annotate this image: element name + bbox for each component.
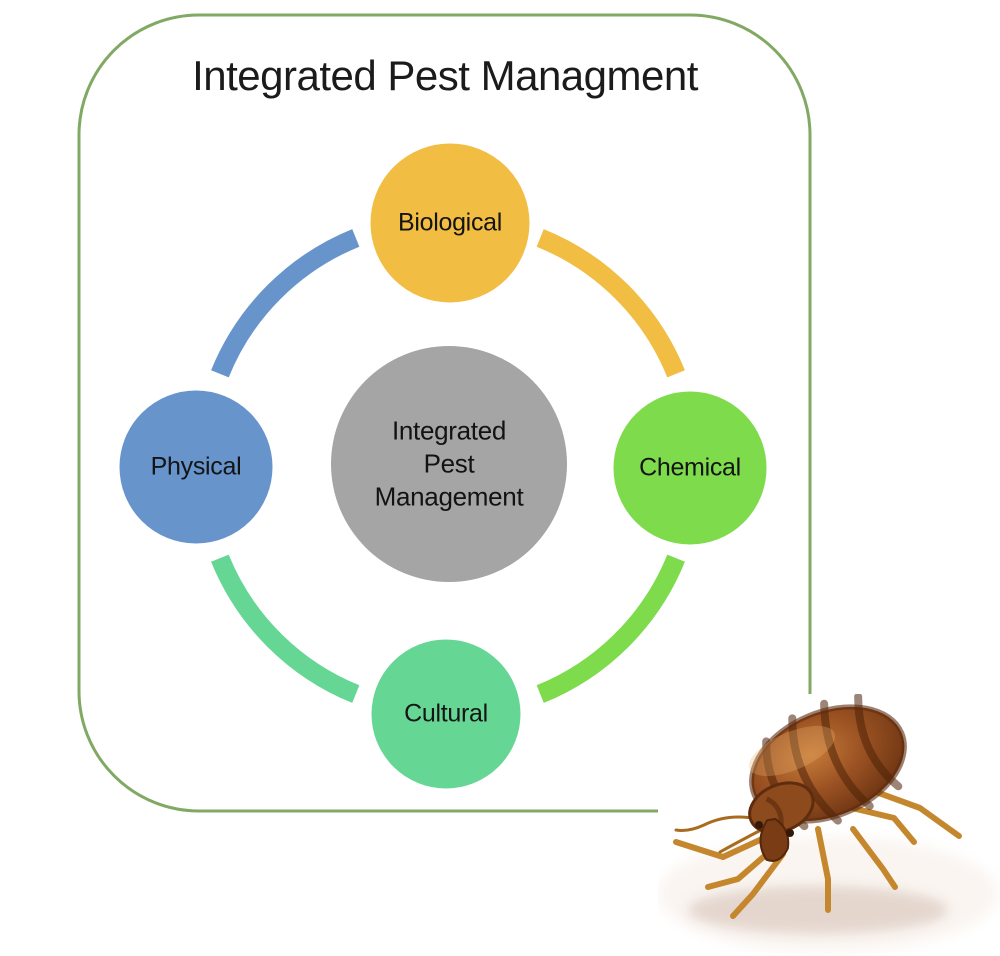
center-label-line2: Pest xyxy=(423,448,475,479)
connector-arc-cultural-physical xyxy=(211,554,360,703)
bug-antennae xyxy=(674,815,763,854)
node-circle-cultural xyxy=(366,634,526,794)
bug-eye-right xyxy=(786,829,794,837)
node-label-physical: Physical xyxy=(150,452,242,481)
bug-pronotum xyxy=(748,781,815,834)
center-circle xyxy=(331,346,567,582)
center-label-line3: Management xyxy=(374,481,524,512)
node-circle-physical xyxy=(114,385,278,549)
bedbug-illustration xyxy=(658,692,998,952)
node-label-cultural: Cultural xyxy=(404,699,488,728)
bug-head xyxy=(759,817,790,862)
node-label-chemical: Chemical xyxy=(639,453,741,482)
connector-arc-physical-biological xyxy=(211,229,360,378)
diagram-title: Integrated Pest Managment xyxy=(192,52,698,99)
connector-arc-biological-chemical xyxy=(536,229,685,378)
rounded-border xyxy=(77,13,812,813)
node-circle-chemical xyxy=(608,386,772,550)
bug-eye-left xyxy=(755,821,763,829)
center-label: Integrated Pest Management xyxy=(375,415,524,514)
bug-shadow xyxy=(688,886,948,934)
bedbug-photo xyxy=(658,692,1000,956)
node-circle-biological xyxy=(365,138,535,308)
bug-legs xyxy=(673,786,962,919)
connector-arc-chemical-cultural xyxy=(536,554,685,703)
center-label-line1: Integrated xyxy=(391,415,507,446)
bug-body xyxy=(748,692,907,862)
node-label-biological: Biological xyxy=(397,208,503,237)
